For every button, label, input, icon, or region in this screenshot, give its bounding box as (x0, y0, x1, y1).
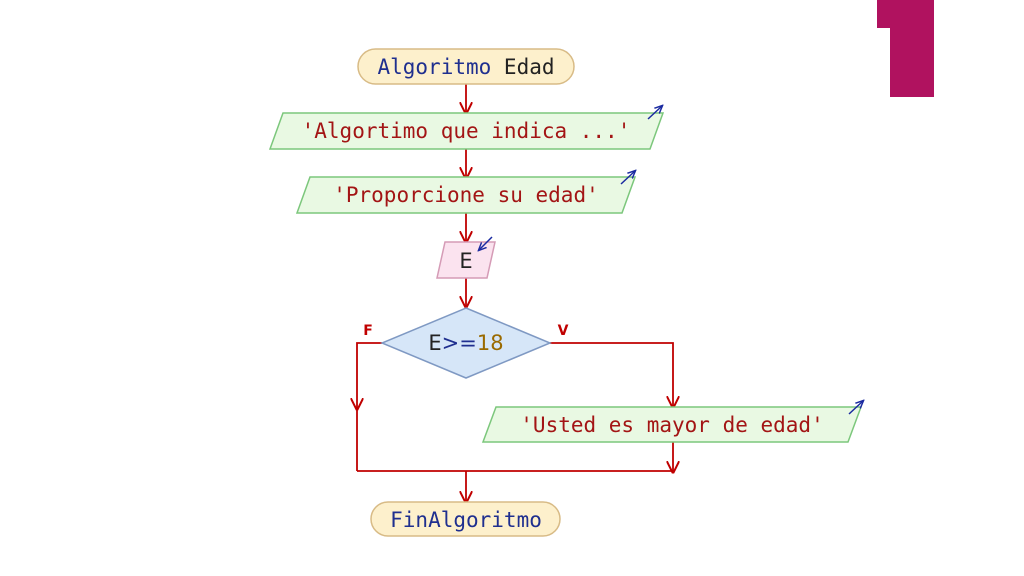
output-3-icon (848, 401, 863, 415)
decision-false-label: F (363, 323, 373, 339)
end-terminal: FinAlgoritmo (370, 501, 561, 537)
input-icon (479, 236, 493, 250)
input-node: E (436, 236, 496, 279)
decision-true-label: V (558, 323, 569, 339)
output-1-text: 'Algortimo que indica ...' (302, 119, 631, 143)
svg-text:Algoritmo Edad: Algoritmo Edad (377, 55, 554, 79)
decision-var: E (428, 331, 441, 355)
end-text: FinAlgoritmo (390, 508, 542, 532)
branch-true-line (550, 342, 673, 406)
decision-node: E>=18 F V (363, 307, 569, 379)
output-node-3: 'Usted es mayor de edad' (481, 401, 863, 443)
start-terminal: Algoritmo Edad (357, 48, 575, 85)
connectors (357, 84, 673, 501)
output-2-text: 'Proporcione su edad' (333, 183, 599, 207)
decision-value: 18 (477, 331, 504, 355)
output-3-text: 'Usted es mayor de edad' (520, 413, 823, 437)
start-keyword: Algoritmo (377, 55, 503, 79)
input-text: E (459, 249, 472, 273)
output-1-icon (647, 106, 662, 120)
branch-false-line (357, 342, 382, 408)
start-name: Edad (504, 55, 555, 79)
svg-text:E>=18: E>=18 (428, 331, 503, 355)
output-2-icon (620, 171, 635, 185)
decision-op: >= (442, 331, 477, 355)
output-node-1: 'Algortimo que indica ...' (268, 106, 665, 150)
accent-tab (877, 0, 934, 97)
output-node-2: 'Proporcione su edad' (295, 171, 635, 214)
